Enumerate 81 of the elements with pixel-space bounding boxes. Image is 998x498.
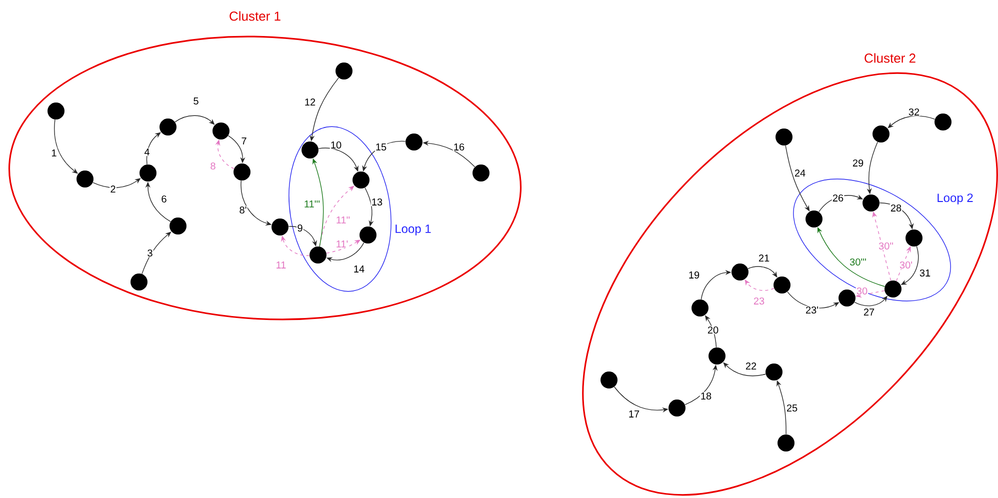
dot: [776, 128, 792, 146]
edge-label: 30'': [878, 242, 894, 250]
edge-label: 10: [330, 140, 342, 150]
edge-label: 19: [688, 270, 700, 280]
edge-label: 1: [50, 148, 58, 158]
dot: [668, 400, 686, 416]
arrow: [146, 132, 161, 165]
edge-label: 25: [786, 404, 798, 412]
dot: [774, 276, 790, 294]
dot: [766, 364, 782, 380]
dot: [934, 114, 952, 130]
dot: [302, 142, 318, 158]
loop-label: Loop 1: [394, 224, 432, 236]
arrow: [319, 186, 354, 247]
edge-label: 30''': [848, 258, 868, 266]
arrow: [785, 145, 810, 212]
loop-label: Loop 2: [936, 192, 974, 206]
dot: [732, 264, 748, 280]
edge-label: 29: [852, 158, 864, 168]
edge-label: 11: [275, 260, 287, 270]
cluster-label: Cluster 2: [863, 52, 918, 64]
dot: [906, 230, 923, 246]
edge-label: 22: [744, 362, 758, 370]
edge-label: 24: [794, 168, 806, 178]
edge-label: 5: [192, 96, 200, 106]
dot: [862, 194, 880, 212]
edge-label: 26: [832, 194, 844, 202]
edge-label: 14: [352, 264, 366, 274]
edge-label: 12: [304, 98, 316, 106]
edge-label: 17: [628, 410, 640, 418]
edge-label: 7: [240, 136, 248, 146]
dot: [130, 274, 148, 290]
edge-label: 2: [110, 184, 116, 194]
edge-label: 13: [370, 198, 384, 206]
dot: [472, 164, 490, 182]
dot: [806, 210, 822, 228]
dot: [778, 434, 794, 452]
edge-label: 30': [898, 260, 914, 270]
dot: [140, 164, 156, 182]
dot: [352, 172, 370, 188]
edge-label: 6: [160, 194, 168, 204]
arrow: [888, 116, 936, 128]
dot: [212, 122, 230, 140]
dot: [76, 170, 94, 188]
edge-label: 4: [144, 148, 150, 156]
edge-label: 15: [374, 142, 388, 152]
dot: [406, 134, 422, 150]
edge-label: 31: [918, 268, 932, 278]
dot: [872, 126, 890, 142]
edge-label: 3: [146, 248, 154, 258]
edge-label: 18: [700, 392, 712, 400]
edge-label: 8: [210, 162, 216, 170]
dot: [884, 280, 902, 298]
edge-label: 23: [752, 296, 766, 306]
edge-label: 11'': [335, 216, 351, 224]
edge-label: 9: [296, 224, 304, 232]
dot: [310, 246, 326, 264]
edge-label: 8': [238, 206, 248, 214]
edge-label: 27: [862, 308, 876, 316]
dot: [272, 218, 288, 236]
edge-label: 16: [452, 142, 466, 152]
dot: [234, 164, 250, 180]
dot: [48, 102, 64, 120]
edge-label: 30: [856, 286, 868, 296]
dot: [600, 372, 618, 388]
dot: [336, 62, 352, 80]
cluster-label: Cluster 1: [228, 10, 282, 22]
dot: [692, 300, 708, 316]
edge-label: 21: [758, 254, 770, 262]
dot: [160, 118, 176, 136]
dot: [838, 290, 856, 306]
edge-label: 11''': [303, 200, 321, 208]
edge-label: 23': [804, 306, 820, 314]
edge-label: 11': [335, 240, 349, 248]
edge-label: 32: [908, 108, 920, 116]
arrow: [92, 178, 141, 188]
dot: [708, 348, 726, 364]
edge-label: 28: [890, 204, 902, 212]
dot: [360, 226, 376, 244]
edge-label: 20: [706, 326, 720, 334]
dot: [170, 218, 186, 234]
